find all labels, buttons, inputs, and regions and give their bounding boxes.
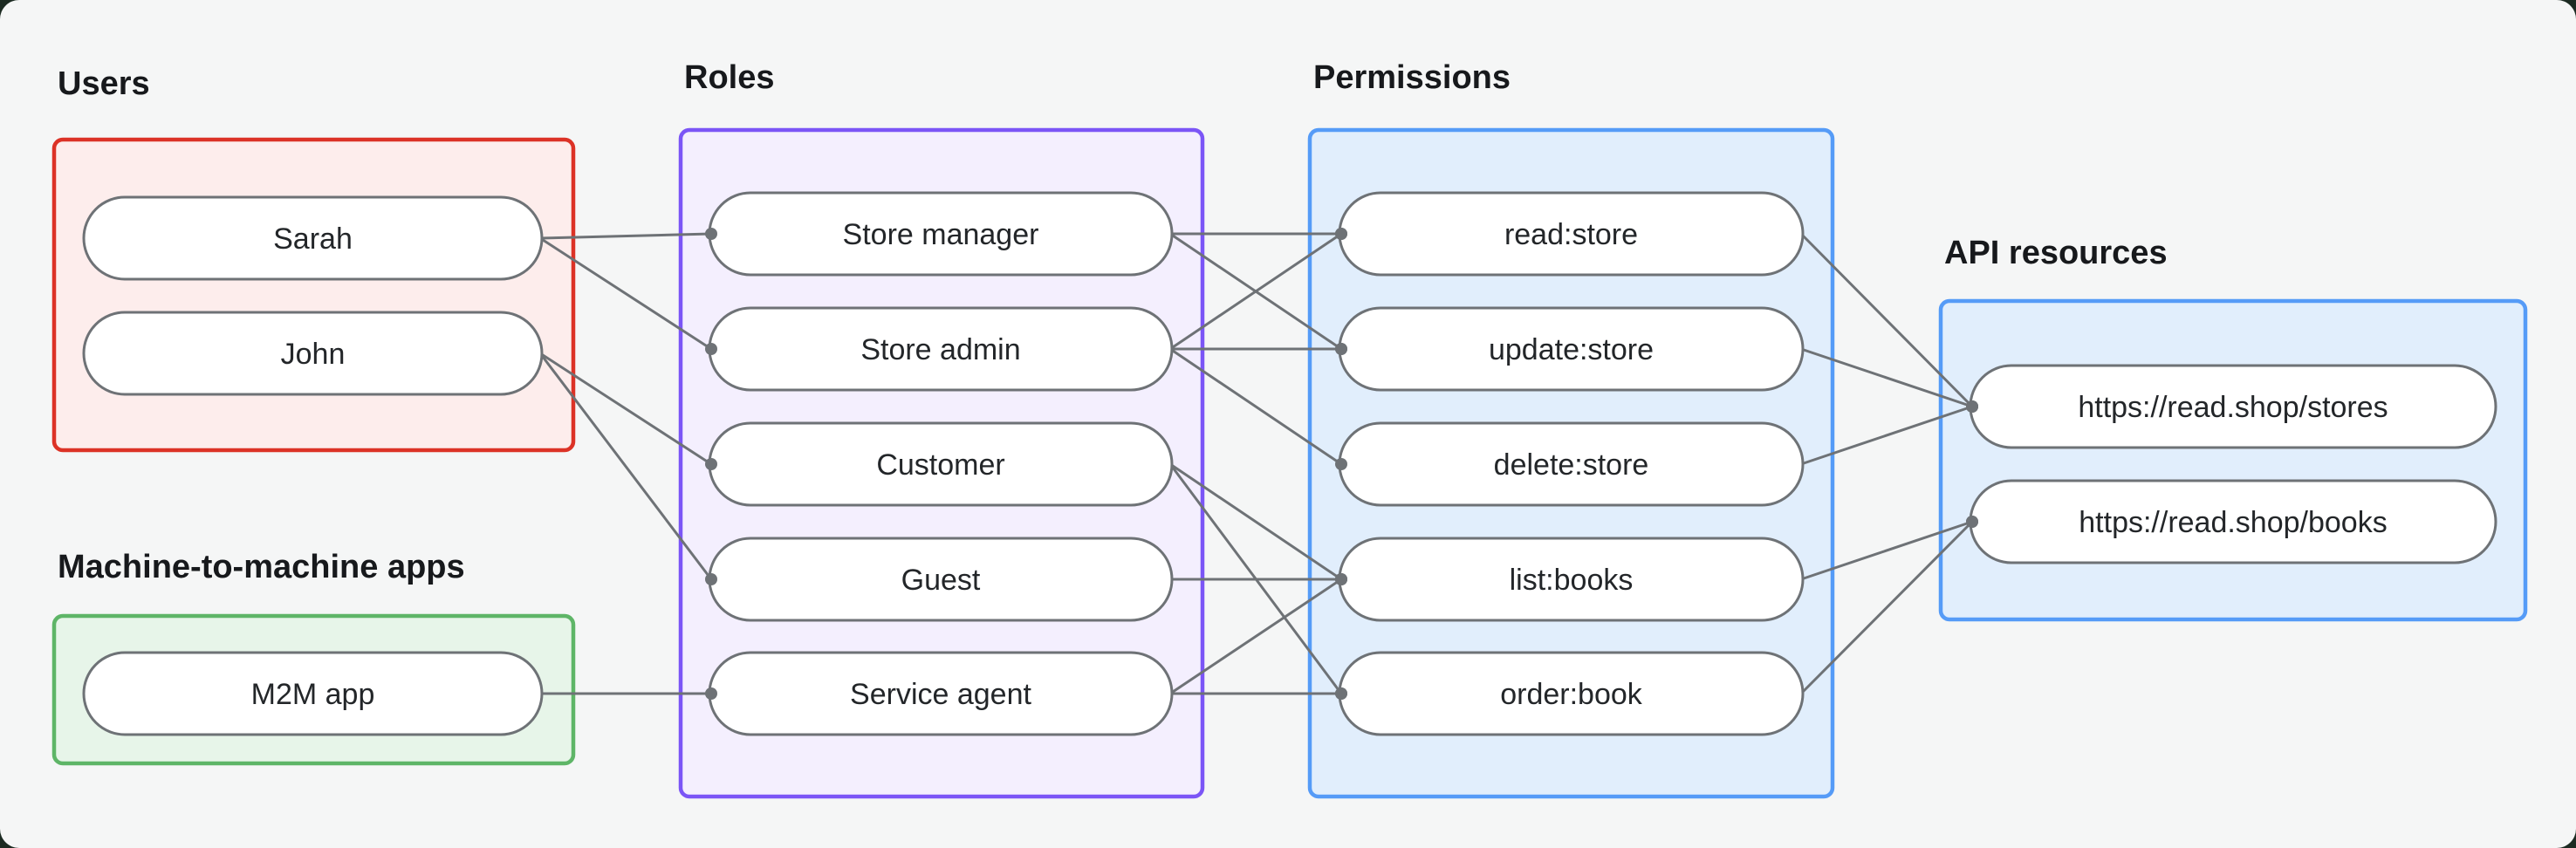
node-read-store-label: read:store bbox=[1504, 218, 1638, 251]
edge-john-to-customer bbox=[539, 352, 712, 466]
layer-dots bbox=[705, 228, 1978, 700]
node-delete-store-label: delete:store bbox=[1494, 448, 1649, 482]
node-guest-label: Guest bbox=[901, 564, 981, 597]
edge-sarah-to-store-manager bbox=[539, 232, 712, 240]
edge-store-admin-to-delete-store bbox=[1169, 347, 1342, 466]
edge-dot-store-admin bbox=[705, 343, 717, 355]
node-api-stores-label: https://read.shop/stores bbox=[2078, 391, 2388, 424]
group-permissions-title: Permissions bbox=[1313, 59, 1511, 96]
node-store-admin-label: Store admin bbox=[860, 333, 1020, 366]
edge-update-store-to-api-stores bbox=[1800, 347, 1973, 408]
node-john-label: John bbox=[281, 338, 346, 371]
edge-dot-customer bbox=[705, 458, 717, 470]
node-api-books-label: https://read.shop/books bbox=[2079, 506, 2387, 539]
edge-dot-delete-store bbox=[1335, 458, 1347, 470]
group-roles-title: Roles bbox=[684, 59, 774, 96]
node-sarah bbox=[82, 195, 544, 281]
edge-dot-api-stores bbox=[1966, 400, 1978, 413]
edge-read-store-to-api-stores bbox=[1799, 232, 1974, 408]
group-api-title: API resources bbox=[1944, 235, 2168, 271]
edge-dot-guest bbox=[705, 573, 717, 585]
edge-dot-api-books bbox=[1966, 516, 1978, 528]
edge-sarah-to-store-admin bbox=[539, 236, 712, 351]
edge-dot-list-books bbox=[1335, 573, 1347, 585]
edge-service-agent-to-list-books bbox=[1169, 578, 1342, 695]
edge-list-books-to-api-books bbox=[1800, 520, 1973, 581]
edge-dot-store-manager bbox=[705, 228, 717, 240]
node-m2m-app-label: M2M app bbox=[251, 678, 375, 711]
edge-order-book-to-api-books bbox=[1799, 520, 1974, 695]
edge-store-admin-to-read-store bbox=[1169, 232, 1342, 351]
node-sarah-label: Sarah bbox=[273, 222, 353, 256]
node-store-manager-label: Store manager bbox=[843, 218, 1039, 251]
edge-customer-to-list-books bbox=[1169, 462, 1342, 581]
node-list-books-label: list:books bbox=[1510, 564, 1634, 597]
node-update-store-label: update:store bbox=[1489, 333, 1654, 366]
edge-john-to-guest bbox=[538, 352, 713, 580]
node-service-agent-label: Service agent bbox=[850, 678, 1031, 711]
edge-dot-service-agent bbox=[705, 687, 717, 700]
edge-dot-update-store bbox=[1335, 343, 1347, 355]
layer-edges bbox=[538, 232, 1974, 695]
edge-dot-read-store bbox=[1335, 228, 1347, 240]
group-api-box bbox=[1938, 298, 2528, 622]
edge-dot-order-book bbox=[1335, 687, 1347, 700]
group-users-title: Users bbox=[58, 65, 150, 102]
node-order-book-label: order:book bbox=[1500, 678, 1643, 711]
node-customer-label: Customer bbox=[876, 448, 1004, 482]
node-john bbox=[82, 311, 544, 396]
group-users-box bbox=[51, 137, 576, 453]
edge-delete-store-to-api-stores bbox=[1800, 405, 1973, 466]
group-m2m-title: Machine-to-machine apps bbox=[58, 549, 465, 585]
node-m2m-app bbox=[82, 651, 544, 736]
